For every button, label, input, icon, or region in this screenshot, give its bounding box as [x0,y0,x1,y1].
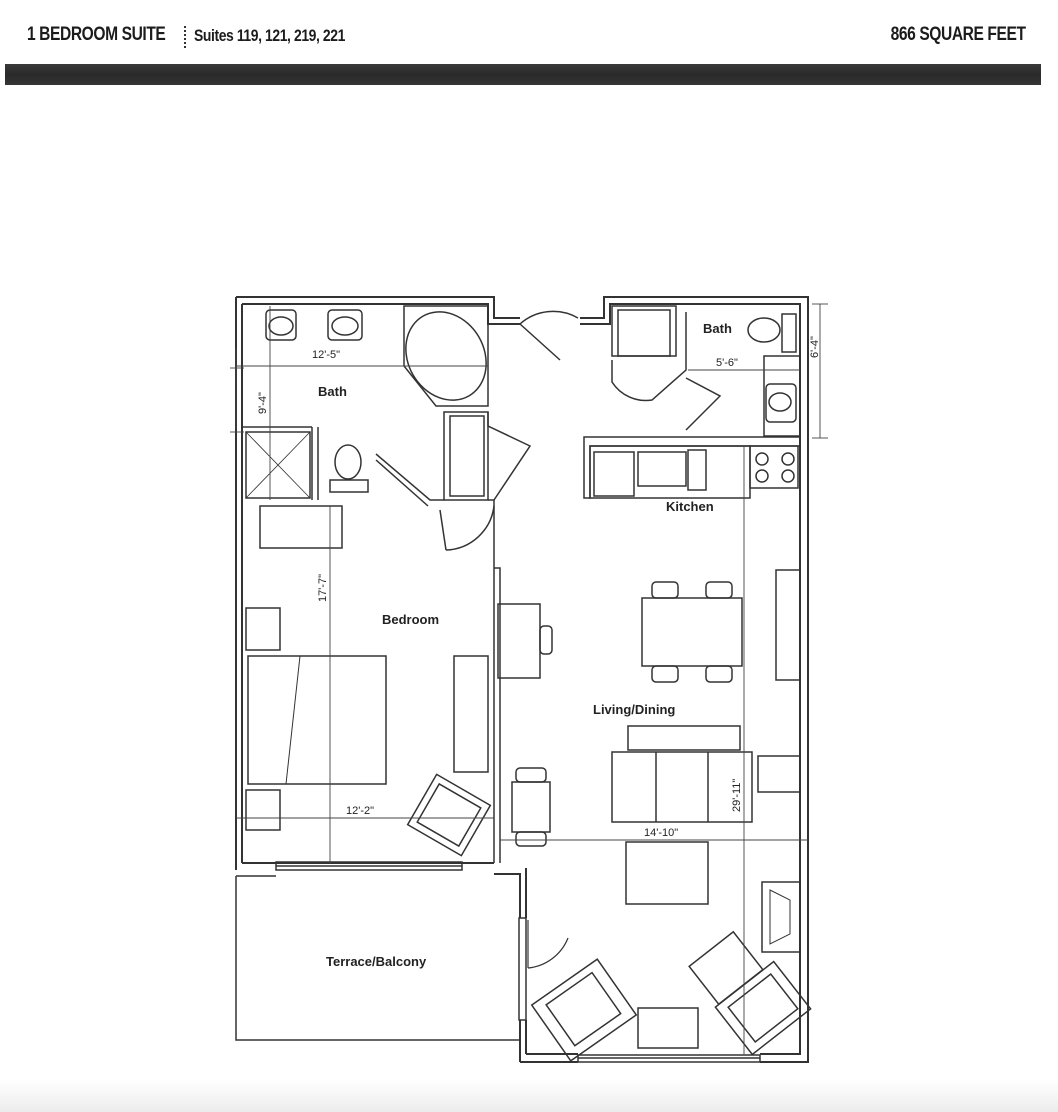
terrace-door [518,917,527,1021]
room-label-terrace: Terrace/Balcony [326,954,427,969]
windows [275,861,761,1063]
dim-bath-depth: 9'-4" [257,392,269,414]
dim-living-depth: 29'-11" [731,779,743,812]
suite-numbers: Suites 119, 121, 219, 221 [194,26,345,45]
room-label-bedroom: Bedroom [382,612,439,627]
room-label-living-dining: Living/Dining [593,702,675,717]
dim-small-bath-width: 5'-6" [716,357,738,369]
dim-small-bath-depth: 6'-4" [809,336,821,358]
master-bath [242,305,532,507]
entry-door [519,305,722,431]
room-label-bath: Bath [318,384,347,399]
square-footage: 866 SQUARE FEET [891,24,1026,45]
small-bath [747,313,801,437]
dim-bedroom-depth: 17'-7" [317,574,329,602]
room-label-bath-small: Bath [703,321,732,336]
dimension-lines [230,303,828,1054]
kitchen-counters [583,436,801,499]
bedroom-furniture [245,499,501,863]
exterior-walls [235,296,809,1063]
header-divider [184,26,186,48]
page-bottom-shade [0,1080,1058,1112]
terrace-outline [235,875,520,1041]
dining-table [641,569,801,683]
room-label-kitchen: Kitchen [666,499,714,514]
dim-bath-width: 12'-5" [312,349,340,361]
living-furniture [497,603,812,1062]
header-bar [5,64,1041,85]
suite-type-title: 1 BEDROOM SUITE [27,24,166,45]
dim-bedroom-width: 12'-2" [346,805,374,817]
dim-living-width: 14'-10" [644,827,678,839]
